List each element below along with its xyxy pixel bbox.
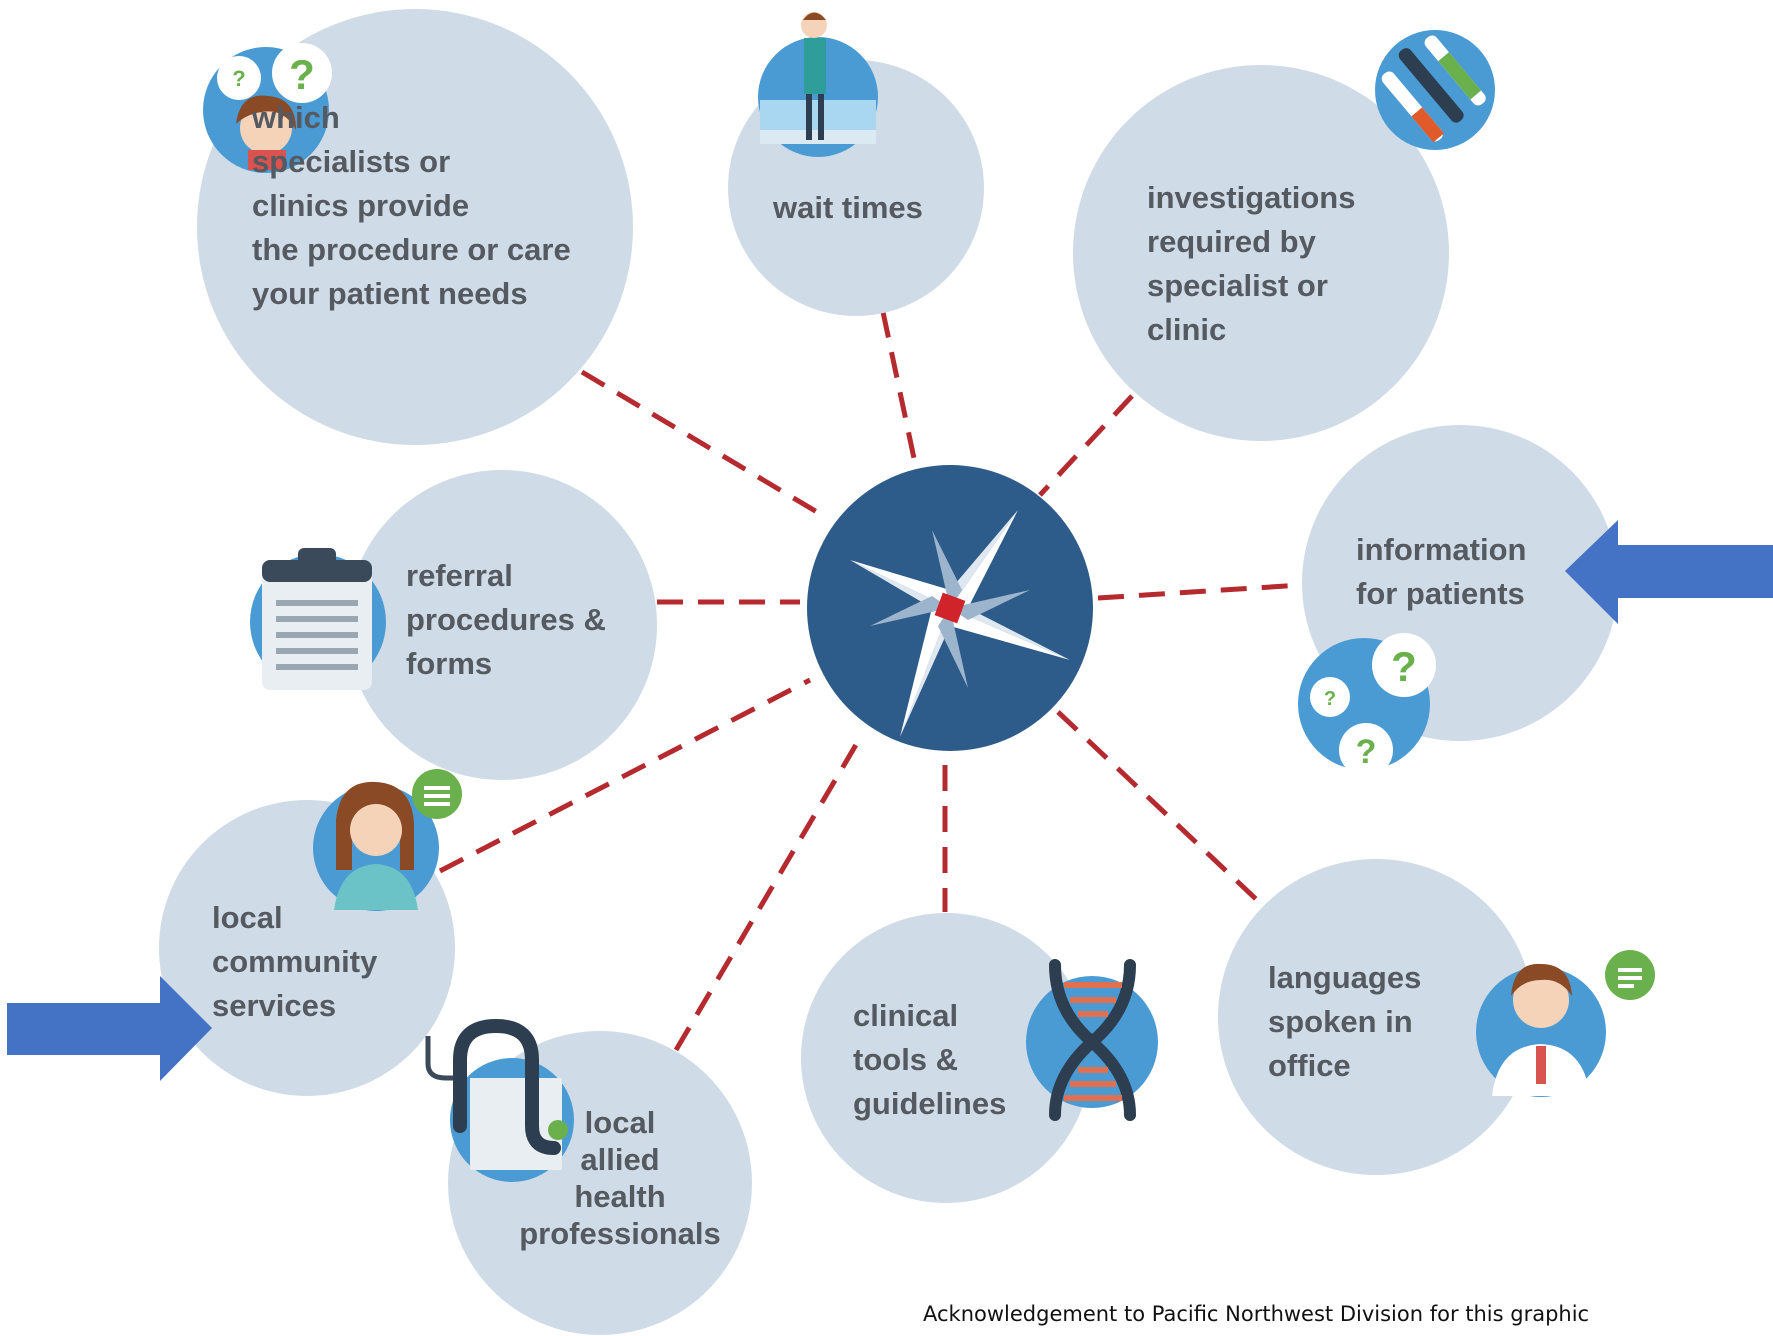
acknowledgement-text: Acknowledgement to Pacific Northwest Div… [923,1302,1590,1326]
connector-wait-times [880,311,918,464]
nurse-icon [313,769,462,911]
node-label-patient-info: information for patients [1356,532,1527,611]
svg-text:?: ? [1324,688,1336,710]
node-label-allied: local allied health professionals [519,1105,721,1251]
patient-question-icon: ? ? [203,43,332,173]
connector-specialists [580,369,824,518]
highlight-arrow-icon [1565,520,1773,624]
connector-patient-info [1097,582,1303,601]
question-bubbles-icon: ? ? ? [1298,633,1436,777]
node-label-referral: referral procedures & forms [406,558,606,681]
node-label-clinical-tools: clinical tools & guidelines [853,998,1007,1121]
doctor-speech-icon [1476,950,1655,1097]
node-label-community: local community services [212,900,378,1023]
connectors [438,311,1303,1052]
clipboard-icon [250,548,386,690]
test-tubes-icon [1375,30,1495,150]
stethoscope-icon [425,1018,574,1182]
compass-icon [807,465,1093,751]
node-label-languages: languages spoken in office [1268,960,1422,1083]
node-label-wait-times: wait times [773,190,923,225]
svg-text:?: ? [1391,643,1417,690]
bubble-referral [347,470,657,780]
bubble-investigations [1073,65,1449,441]
connector-allied [673,736,863,1052]
dna-icon [1026,959,1158,1121]
bubble-languages [1218,859,1534,1175]
node-label-specialists: which specialists or clinics provide the… [252,100,571,311]
connector-community [438,677,812,874]
waiting-room-icon [758,12,878,157]
svg-text:?: ? [232,66,245,91]
connector-languages [1056,710,1259,902]
svg-text:?: ? [1356,733,1377,771]
svg-text:?: ? [289,51,315,98]
bubble-clinical-tools [801,913,1091,1203]
connector-investigations [1038,394,1134,497]
highlight-arrow-icon [7,976,212,1081]
node-label-investigations: investigations required by specialist or… [1147,180,1356,347]
